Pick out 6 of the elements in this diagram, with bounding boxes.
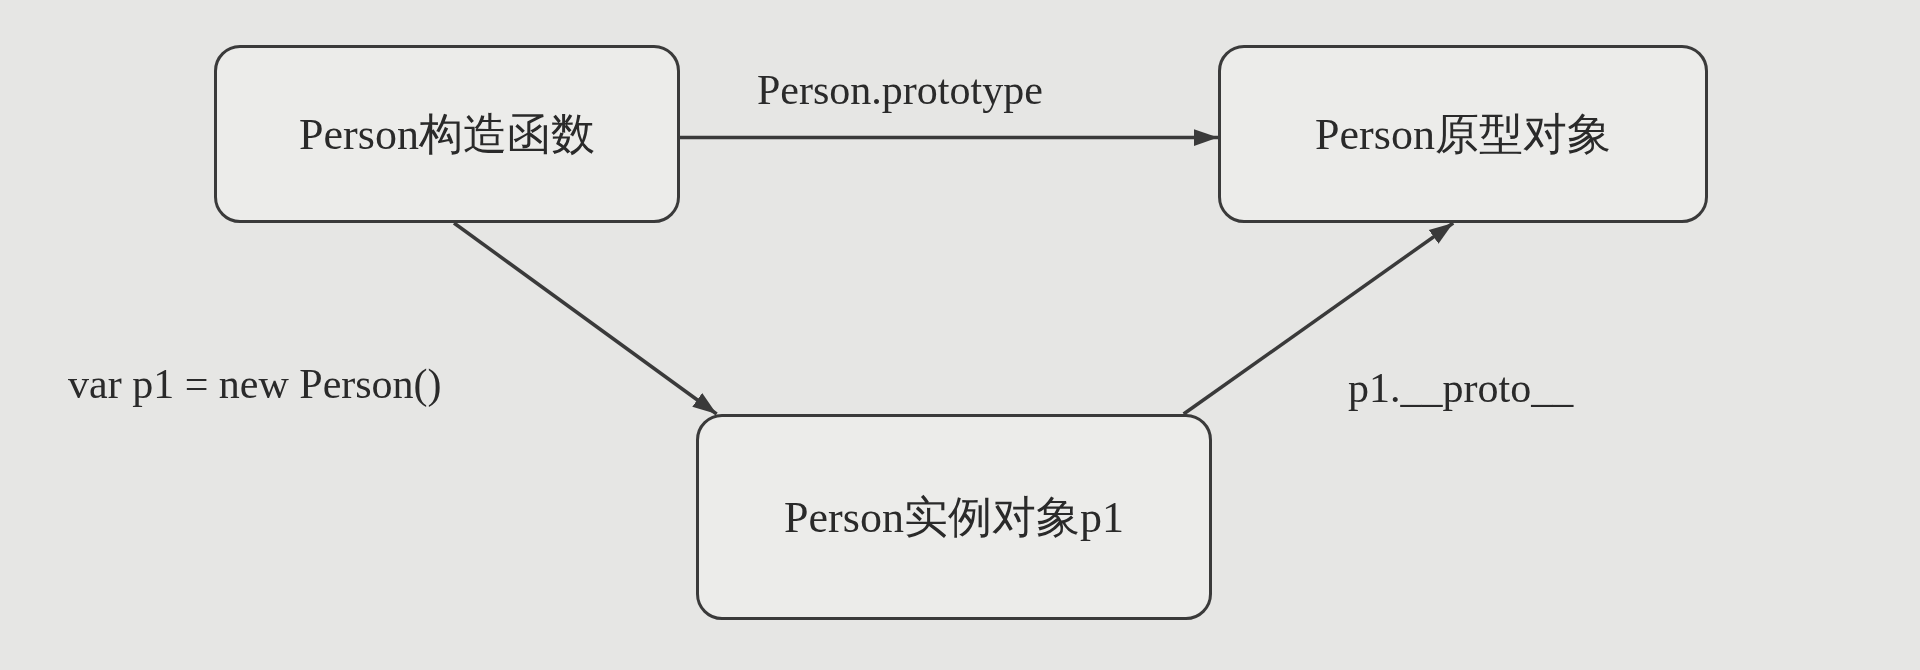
process-box: Person原型对象 <box>1218 45 1708 223</box>
arrow <box>452 221 718 416</box>
process-box: Person构造函数 <box>214 45 680 223</box>
process-box: Person实例对象p1 <box>696 414 1212 620</box>
arrow <box>1182 221 1455 416</box>
arrow <box>680 129 1218 146</box>
